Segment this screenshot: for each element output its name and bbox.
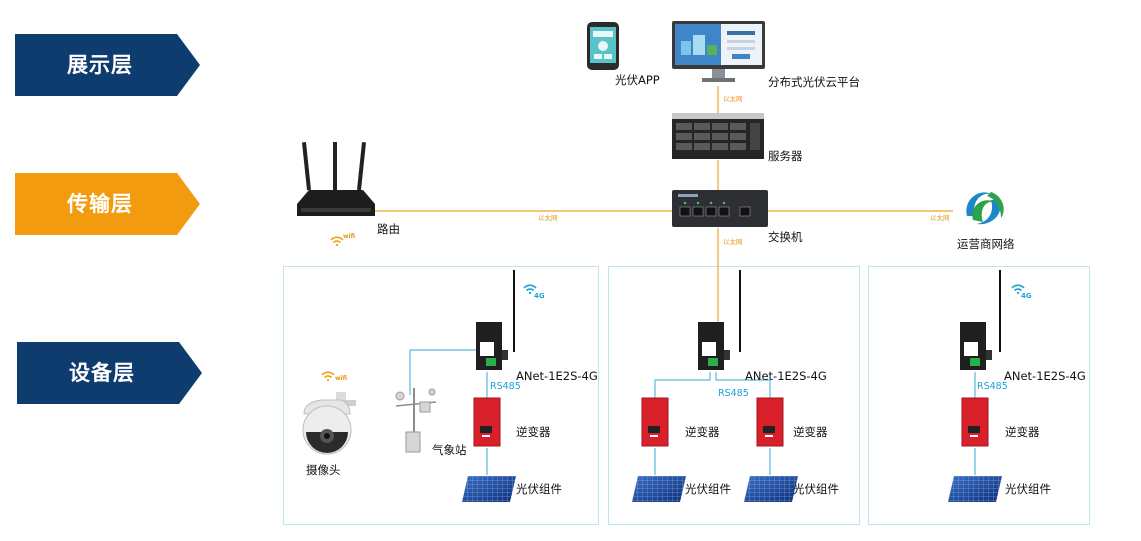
switch-icon [672,190,768,227]
weather-station-icon [395,388,437,453]
router-icon [297,142,375,216]
signal-left-icon [523,284,537,295]
carrier-label: 运营商网络 [957,237,1015,251]
carrier-logo-icon [961,186,1005,230]
layer-display-label: 展示层 [67,53,133,77]
gateway-right-icon [960,270,1001,370]
middle-inverter2-label: 逆变器 [793,425,828,439]
left-pv-label: 光伏组件 [516,482,562,496]
rs485-lines [409,349,976,475]
left-4g-label: 4G [534,292,545,300]
pv-panel-left-icon [462,476,516,502]
monitor-platform-icon [672,21,765,82]
camera-wifi-label: wifi [335,375,348,382]
middle-inverter1-label: 逆变器 [685,425,720,439]
middle-rs485-label: RS485 [718,388,749,399]
gateway-middle-icon [698,270,741,370]
layer-device-label: 设备层 [69,361,135,385]
inverter-middle1-icon [641,397,669,447]
right-gateway-label: ANet-1E2S-4G [1004,369,1086,383]
left-rs485-label: RS485 [490,381,521,392]
left-gateway-label: ANet-1E2S-4G [516,369,598,383]
router-label: 路由 [377,222,400,236]
device-zone-left [283,266,599,525]
server-icon [672,113,764,159]
eth-label-switch-device: 以太网 [723,238,743,246]
middle-gateway-label: ANet-1E2S-4G [745,369,827,383]
pv-panel-middle2-icon [744,476,798,502]
camera-icon [302,392,356,455]
ethernet-lines [375,86,953,325]
phone-app-icon [587,22,619,70]
router-wifi-icon [330,236,344,247]
switch-label: 交换机 [768,230,803,244]
inverter-right-icon [961,397,989,447]
eth-label-platform-server: 以太网 [723,95,743,103]
middle-pv2-label: 光伏组件 [793,482,839,496]
right-inverter-label: 逆变器 [1005,425,1040,439]
eth-label-switch-carrier: 以太网 [930,214,950,222]
inverter-middle2-icon [756,397,784,447]
camera-label: 摄像头 [306,463,341,477]
eth-label-router-switch: 以太网 [538,214,558,222]
right-4g-label: 4G [1021,292,1032,300]
device-zone-middle [608,266,860,525]
layer-transport-label: 传输层 [67,192,133,216]
app-label: 光伏APP [615,73,660,87]
inverter-left-icon [473,397,501,447]
middle-pv1-label: 光伏组件 [685,482,731,496]
device-zone-right [868,266,1090,525]
right-pv-label: 光伏组件 [1005,482,1051,496]
pv-panel-middle1-icon [632,476,686,502]
gateway-left-icon [476,270,515,370]
pv-panel-right-icon [948,476,1002,502]
weather-station-label: 气象站 [432,443,467,457]
camera-wifi-icon [321,371,335,382]
router-wifi-label: wifi [343,233,356,240]
right-rs485-label: RS485 [977,381,1008,392]
platform-label: 分布式光伏云平台 [768,75,860,89]
signal-right-icon [1011,284,1025,295]
server-label: 服务器 [768,149,803,163]
left-inverter-label: 逆变器 [516,425,551,439]
